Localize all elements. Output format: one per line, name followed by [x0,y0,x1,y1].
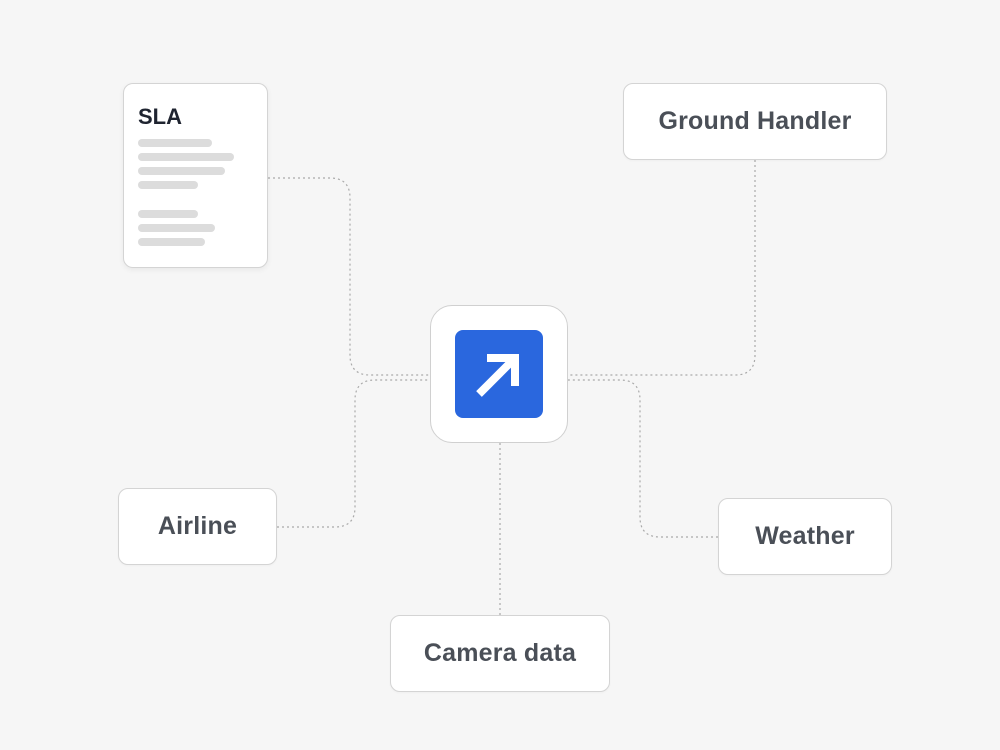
document-text-line [138,224,215,232]
weather-node[interactable]: Weather [718,498,892,575]
connector-weather [568,379,718,538]
document-text-line [138,181,198,189]
arrow-up-right-icon [476,354,519,397]
connector-airline [277,379,430,528]
ground-handler-label: Ground Handler [658,107,852,135]
airline-node[interactable]: Airline [118,488,277,565]
sla-document-title: SLA [138,104,182,129]
sla-document-card[interactable]: SLA [123,83,268,268]
document-text-line [138,167,225,175]
weather-label: Weather [755,522,855,550]
airline-label: Airline [157,512,238,540]
camera-data-node[interactable]: Camera data [390,615,610,692]
ground-handler-node[interactable]: Ground Handler [623,83,887,160]
document-text-line [138,238,205,246]
document-text-line [138,153,234,161]
document-text-line [138,139,212,147]
document-text-line [138,210,198,218]
brand-logo [455,330,543,418]
central-hub[interactable] [430,305,568,443]
camera-data-label: Camera data [423,639,577,667]
connector-sla [268,177,430,376]
connector-ground-handler [568,160,756,376]
